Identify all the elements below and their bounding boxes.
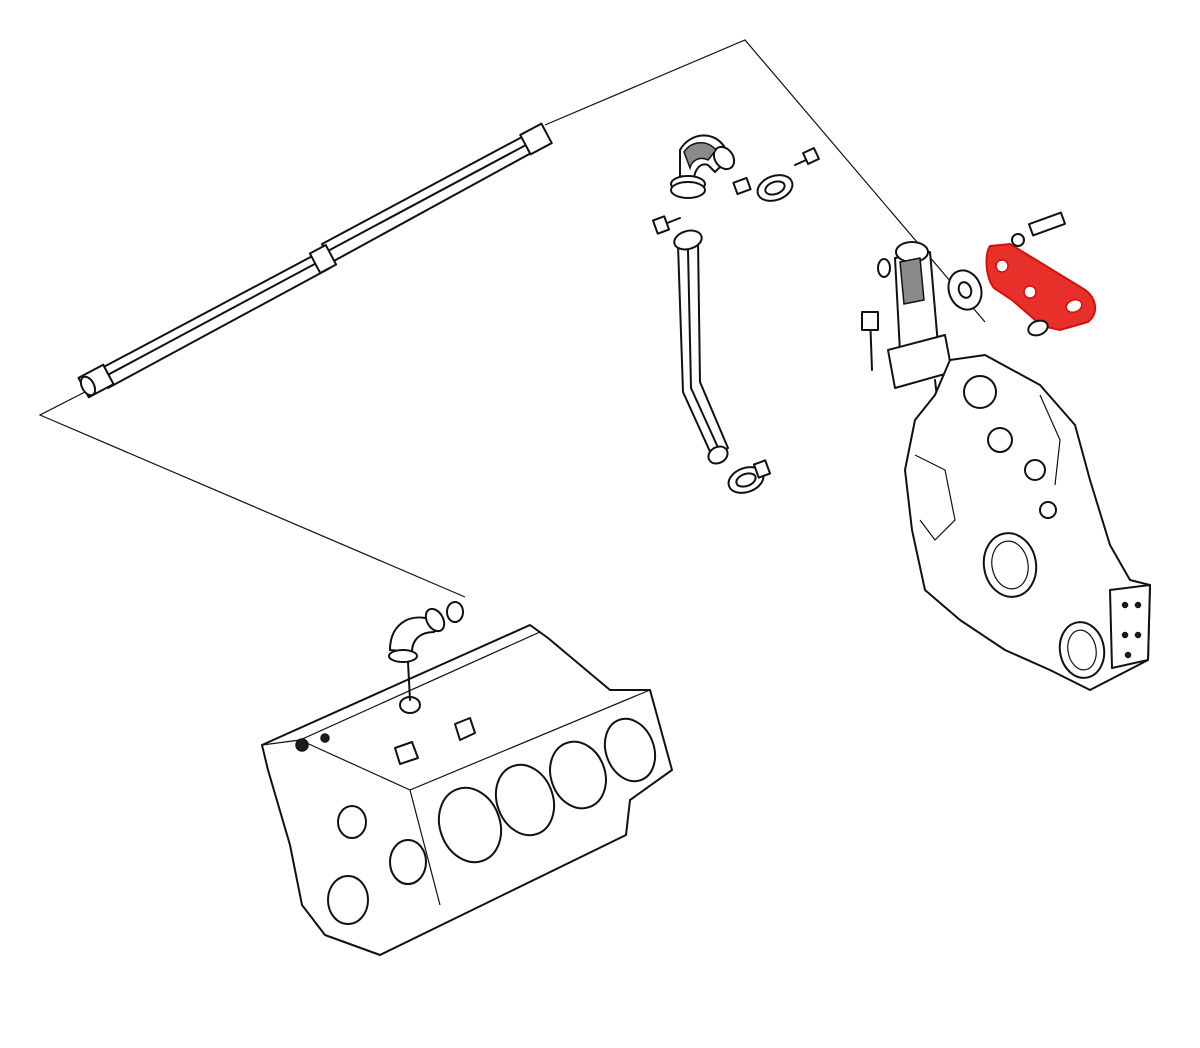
breather-housing xyxy=(861,241,983,476)
elbow-fitting-top xyxy=(670,134,736,199)
assembly-leader-lines xyxy=(38,39,986,598)
engine-block xyxy=(261,624,673,956)
hose-clamps xyxy=(651,147,820,494)
mounting-bracket xyxy=(985,211,1097,337)
bent-breather-pipe xyxy=(673,229,729,465)
breather-tube xyxy=(77,122,553,399)
elbow-fitting-block xyxy=(388,601,464,701)
front-cover xyxy=(904,354,1151,691)
